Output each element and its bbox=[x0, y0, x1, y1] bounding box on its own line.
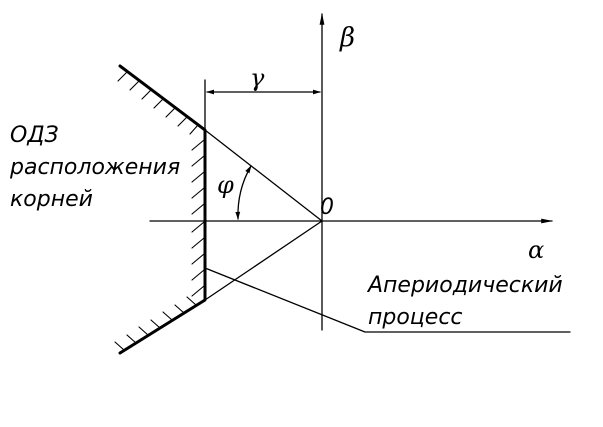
boundary-line bbox=[118, 64, 207, 355]
aperiodic-label-line1: Апериодический bbox=[366, 273, 563, 298]
alpha-label: α bbox=[528, 236, 544, 264]
gamma-label: γ bbox=[250, 64, 265, 92]
region-label-line1: ОДЗ bbox=[10, 123, 59, 148]
beta-label: β bbox=[339, 23, 355, 53]
phi-label: φ bbox=[217, 171, 234, 199]
ray-upper bbox=[204, 129, 323, 222]
boundary-hatching bbox=[114, 71, 205, 351]
region-label-line2: расположения bbox=[9, 155, 180, 180]
aperiodic-leader-line bbox=[204, 267, 571, 333]
region-label-line3: корней bbox=[10, 187, 93, 212]
phi-arc bbox=[235, 165, 252, 220]
ray-lower bbox=[204, 220, 323, 301]
aperiodic-label-line2: процесс bbox=[368, 305, 463, 330]
origin-label: 0 bbox=[320, 195, 334, 220]
